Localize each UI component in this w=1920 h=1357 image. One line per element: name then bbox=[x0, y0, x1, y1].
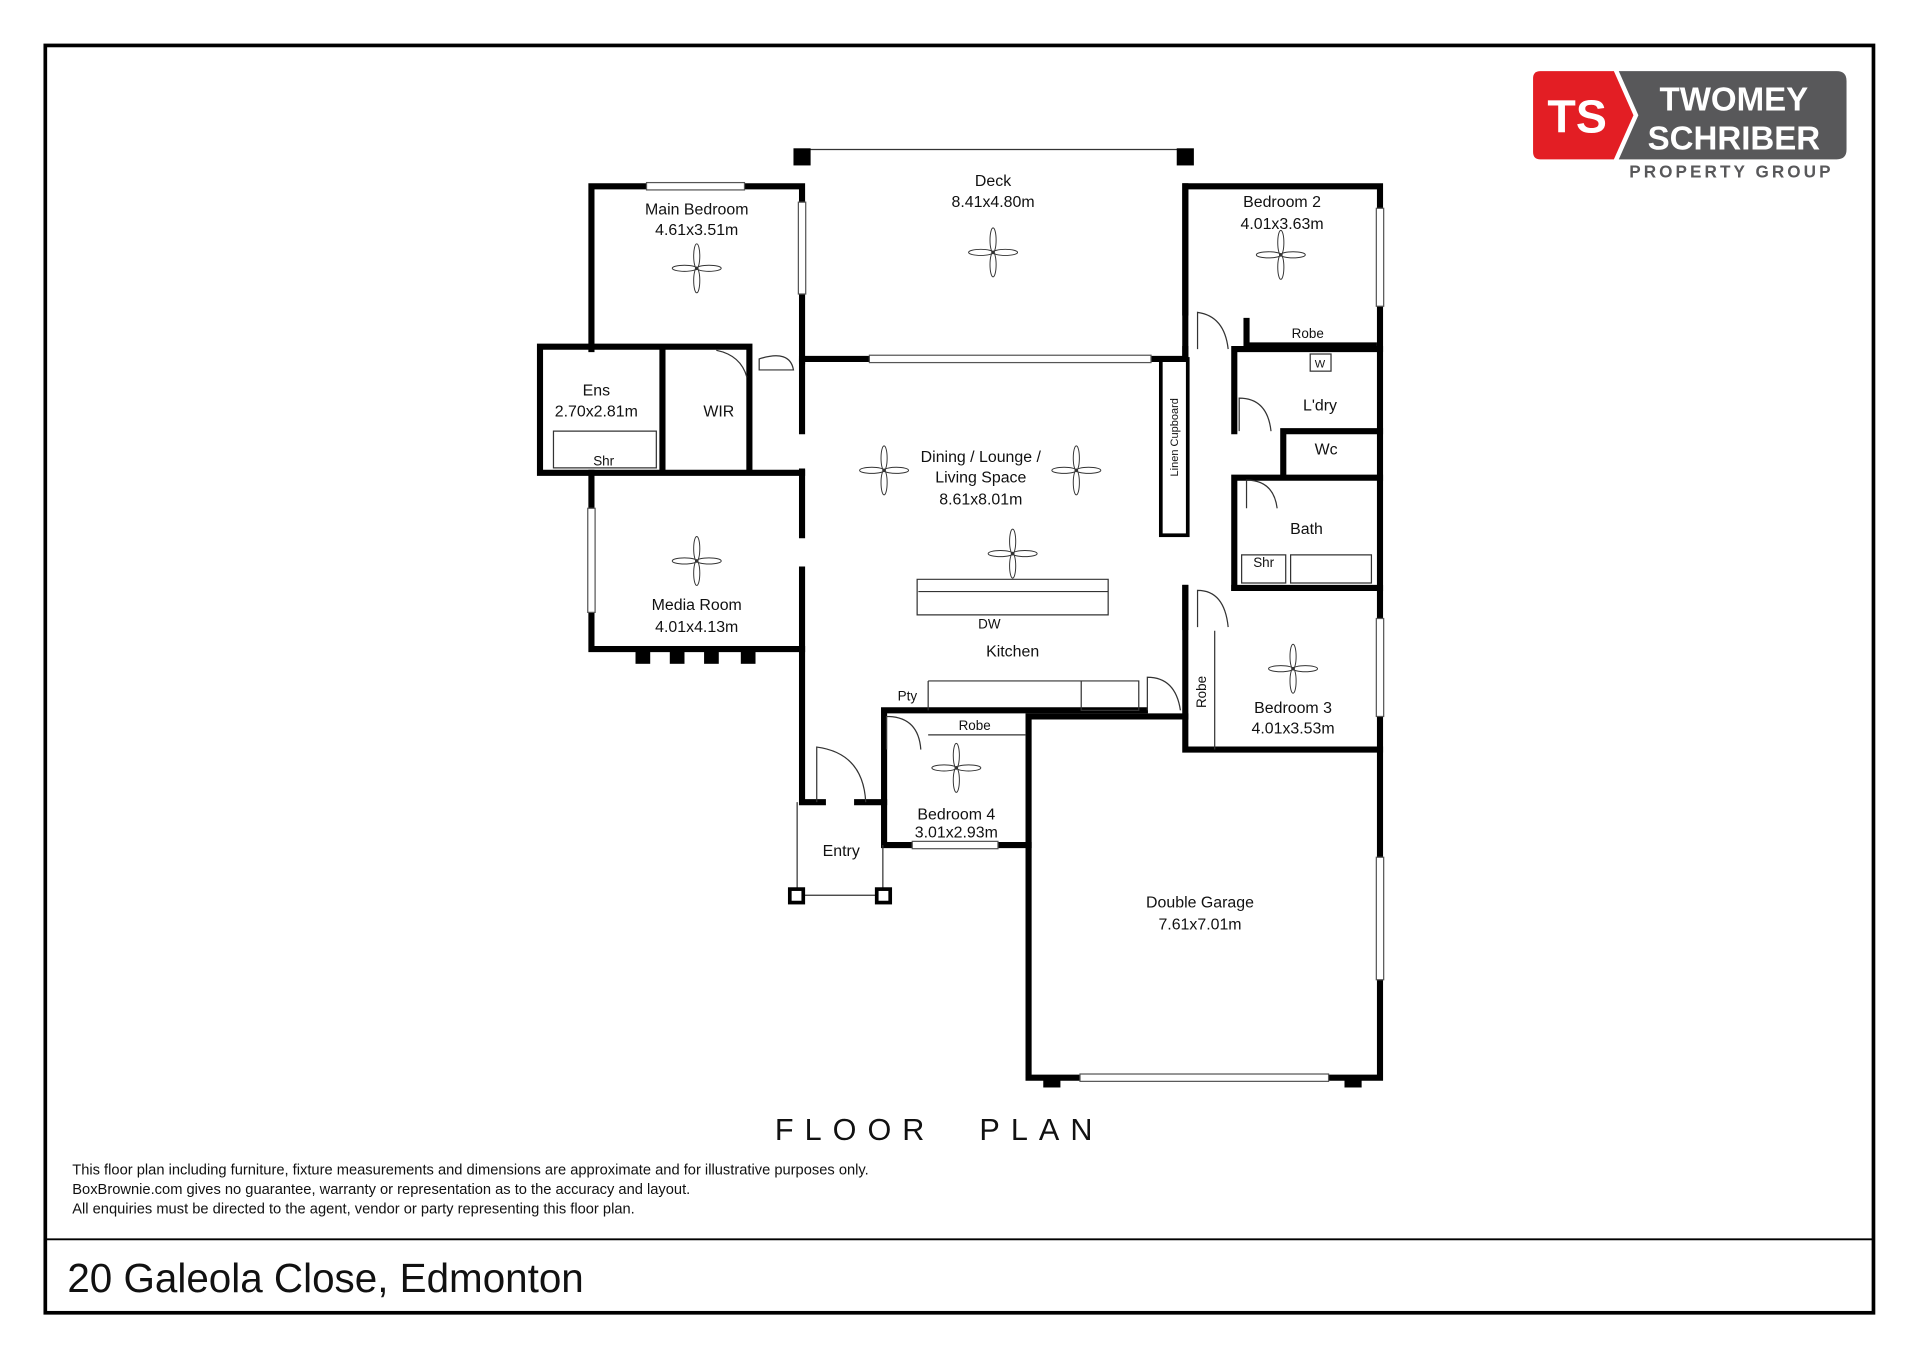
kitchen-label: Kitchen bbox=[986, 643, 1039, 660]
entry-post bbox=[874, 887, 893, 905]
entry-label: Entry bbox=[823, 843, 860, 860]
main-bedroom-dims: 4.61x3.51m bbox=[655, 222, 738, 239]
disclaimer-line-1: This floor plan including furniture, fix… bbox=[72, 1162, 869, 1178]
media-room-piers bbox=[635, 649, 1362, 1088]
entry-post bbox=[787, 887, 806, 905]
ceiling-fans bbox=[671, 227, 1319, 793]
washer-label: W bbox=[1315, 358, 1326, 370]
wir-label: WIR bbox=[703, 403, 734, 420]
openings bbox=[552, 148, 1385, 1082]
ensuite-dims: 2.70x2.81m bbox=[555, 403, 638, 420]
ensuite-label: Ens bbox=[583, 383, 610, 400]
garage-label: Double Garage bbox=[1146, 894, 1254, 911]
ceiling-fan-icon bbox=[987, 528, 1038, 579]
main-bedroom-label: Main Bedroom bbox=[645, 201, 748, 218]
bedroom4-dims: 3.01x2.93m bbox=[915, 825, 998, 842]
shower-bath: Shr bbox=[1253, 555, 1274, 570]
ceiling-fan-icon bbox=[1268, 643, 1319, 694]
ceiling-fan-icon bbox=[1255, 229, 1306, 280]
logo-red-badge bbox=[1533, 71, 1634, 160]
garage-dims: 7.61x7.01m bbox=[1158, 917, 1241, 934]
dishwasher-label: DW bbox=[978, 616, 1001, 631]
living-label-2: Living Space bbox=[935, 470, 1026, 487]
disclaimer-line-2: BoxBrownie.com gives no guarantee, warra… bbox=[72, 1182, 690, 1198]
disclaimer-line-3: All enquiries must be directed to the ag… bbox=[72, 1202, 635, 1218]
ceiling-fan-icon bbox=[859, 445, 910, 496]
bedroom2-dims: 4.01x3.63m bbox=[1240, 216, 1323, 233]
wc-label: Wc bbox=[1315, 441, 1338, 458]
robe-bedroom4: Robe bbox=[959, 718, 991, 733]
deck-dims: 8.41x4.80m bbox=[951, 194, 1034, 211]
floor-plan-title: FLOOR PLAN bbox=[775, 1113, 1104, 1147]
bedroom2-label: Bedroom 2 bbox=[1243, 194, 1321, 211]
logo-gray-panel bbox=[1618, 71, 1847, 160]
media-room-label: Media Room bbox=[652, 597, 742, 614]
robe-bedroom3: Robe bbox=[1194, 676, 1209, 708]
deck-label: Deck bbox=[975, 173, 1011, 190]
robe-bedroom2: Robe bbox=[1292, 326, 1324, 341]
pantry-label: Pty bbox=[898, 689, 918, 704]
washer-icon bbox=[1309, 353, 1332, 372]
ceiling-fan-icon bbox=[671, 535, 722, 586]
ceiling-fan-icon bbox=[1051, 445, 1102, 496]
ceiling-fan-icon bbox=[671, 243, 722, 294]
bedroom3-label: Bedroom 3 bbox=[1254, 700, 1332, 717]
deck-post bbox=[1176, 148, 1194, 166]
logo-line2: SCHRIBER bbox=[1648, 121, 1821, 158]
ceiling-fan-icon bbox=[931, 742, 982, 793]
linen-cupboard-label: Linen Cupboard bbox=[1169, 398, 1181, 476]
living-label-1: Dining / Lounge / bbox=[921, 449, 1042, 466]
bedroom4-label: Bedroom 4 bbox=[917, 806, 995, 823]
shower-ensuite: Shr bbox=[593, 453, 614, 468]
laundry-label: L'dry bbox=[1303, 397, 1337, 414]
logo-line1: TWOMEY bbox=[1660, 81, 1809, 118]
living-dims: 8.61x8.01m bbox=[939, 492, 1022, 509]
deck-post bbox=[793, 148, 811, 166]
company-logo: TS TWOMEY SCHRIBER PROPERTY GROUP bbox=[1533, 71, 1847, 182]
logo-line3: PROPERTY GROUP bbox=[1629, 162, 1833, 182]
property-address: 20 Galeola Close, Edmonton bbox=[67, 1255, 583, 1301]
media-room-dims: 4.01x4.13m bbox=[655, 619, 738, 636]
bedroom3-dims: 4.01x3.53m bbox=[1251, 721, 1334, 738]
ceiling-fan-icon bbox=[968, 227, 1019, 278]
bath-label: Bath bbox=[1290, 521, 1323, 538]
page-border bbox=[43, 43, 1876, 1315]
logo-mark: TS bbox=[1547, 90, 1606, 142]
